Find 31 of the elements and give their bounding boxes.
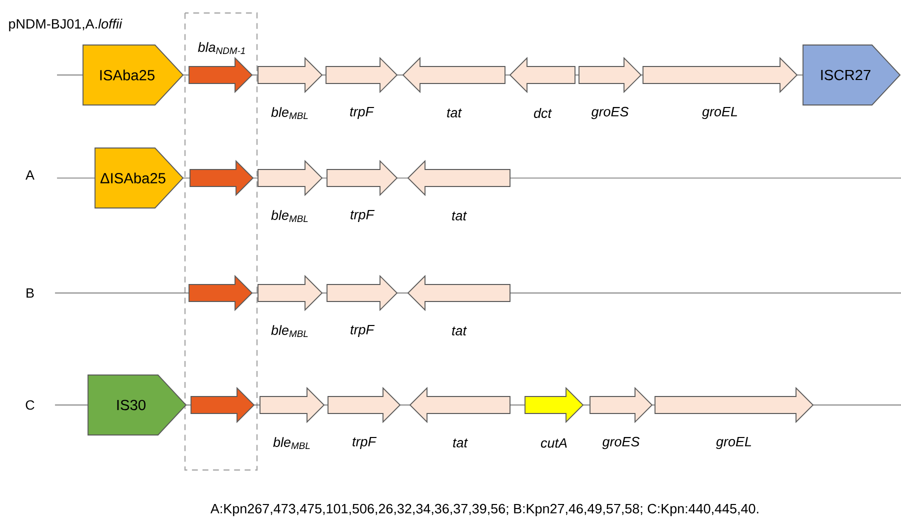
is-element-box: ΔISAba25 — [94, 148, 184, 208]
gene-label: groEL — [716, 436, 752, 450]
is-element-box: ISAba25 — [82, 44, 184, 106]
gene-label: ble$_{MBL}$ — [271, 325, 308, 337]
gene-label: ble$_{MBL}$ — [273, 437, 310, 449]
row-title: pNDM-BJ01,A.loffii — [9, 18, 122, 32]
footnote: A:Kpn267,473,475,101,506,26,32,34,36,37,39,56; B:Kpn27,46,49,57,58; C:Kpn:440,445,40. — [210, 504, 758, 516]
gene-label: bla$_{NDM-1}$ — [198, 42, 245, 54]
gene-label: tat — [452, 212, 467, 220]
gene-label: ble$_{MBL}$ — [271, 107, 308, 119]
gene-label: groES — [591, 106, 629, 120]
gene-label: cutA — [540, 438, 567, 448]
gene-label: groES — [602, 436, 640, 450]
is-element-box: ISCR27 — [802, 44, 901, 106]
gene-symbol — [188, 274, 253, 312]
gene-label: ble$_{MBL}$ — [271, 210, 308, 222]
gene-label: tat — [447, 108, 462, 118]
gene-label: tat — [453, 438, 468, 448]
is-element-box: IS30 — [88, 374, 187, 436]
row-letter: A — [26, 170, 34, 180]
gene-label: groEL — [702, 106, 738, 120]
gene-symbol — [190, 160, 254, 196]
gene-label: trpF — [350, 106, 374, 120]
gene-label: trpF — [350, 210, 375, 222]
gene-symbol — [190, 386, 255, 424]
row-letter: B — [26, 288, 34, 298]
gene-label: dct — [534, 108, 552, 118]
row-letter: C — [26, 400, 34, 410]
gene-label: trpF — [352, 436, 377, 450]
gene-label: trpF — [350, 324, 375, 338]
gene-label: tat — [452, 326, 467, 336]
